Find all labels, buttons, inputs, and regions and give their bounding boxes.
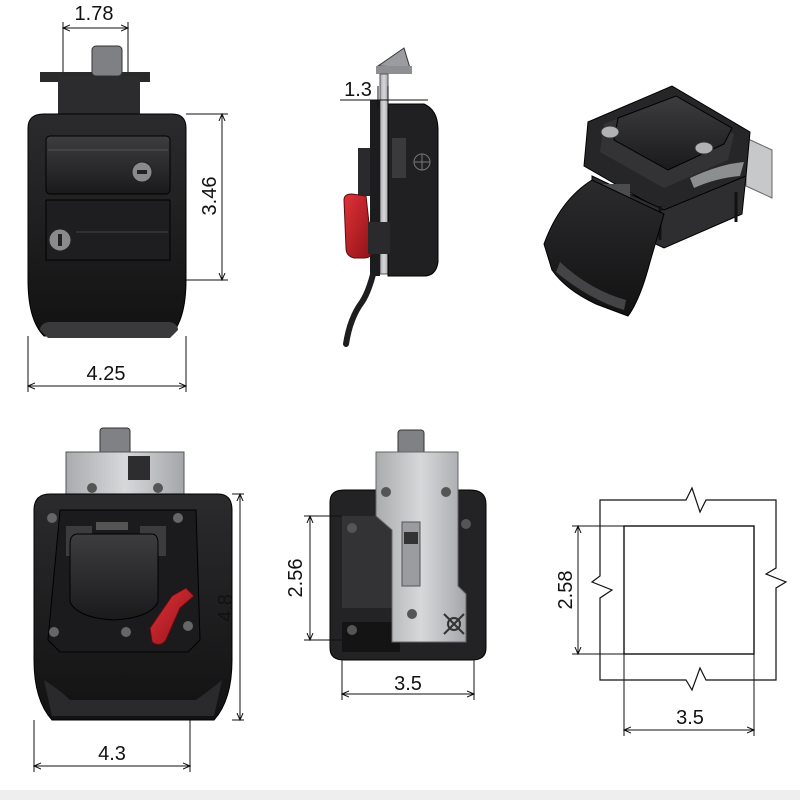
rear-screw-tl-icon (47, 513, 57, 523)
inside-star-cam-icon (443, 613, 465, 635)
cutout-width-label: 3.5 (676, 707, 704, 729)
side-lever-mount (368, 222, 390, 254)
inside-screw-1-icon (381, 487, 391, 497)
inside-screw-4-icon (461, 519, 471, 529)
rear-handle-cup (69, 533, 159, 621)
front-latch-bolt (91, 45, 123, 77)
rear-handle-slot (96, 522, 128, 530)
front-lower-panel (45, 199, 171, 261)
inside-view: 2.56 3.5 (285, 429, 487, 700)
cutout-panel-outline (590, 486, 788, 692)
front-housing-top (58, 76, 140, 118)
rear-plate-screw-left-icon (87, 483, 97, 493)
front-height-label: 3.46 (199, 177, 221, 216)
side-inner-part (392, 138, 406, 178)
front-width-label: 4.25 (87, 363, 126, 385)
bottom-strip (0, 790, 800, 800)
side-pull-handle (343, 259, 379, 347)
cutout-height-label: 2.58 (555, 571, 577, 610)
inside-metal-plate (375, 451, 467, 643)
side-view: 1.3 (340, 47, 439, 347)
inside-screw-3-icon (347, 523, 357, 533)
rear-red-lever (149, 587, 195, 646)
side-latch-tip (376, 47, 411, 69)
front-view: 1.78 3.46 4.25 (28, 3, 228, 392)
iso-keyhole-right-icon (694, 141, 714, 155)
isometric-view (543, 85, 773, 317)
rear-screw-br-icon (183, 621, 193, 631)
rear-lip (44, 680, 222, 716)
rear-screw-bm-icon (121, 627, 131, 637)
rear-height-label: 4.8 (215, 594, 237, 622)
rear-plate-slot (128, 456, 150, 480)
inside-screw-5-icon (347, 625, 357, 635)
front-lip (40, 322, 178, 338)
side-flange (370, 100, 380, 276)
side-offset-label: 1.3 (344, 79, 372, 101)
rear-screw-bl-icon (49, 627, 59, 637)
side-red-lever (343, 193, 373, 259)
front-keyhole-top-slot (137, 170, 147, 174)
iso-highlight (690, 162, 744, 188)
inside-height-label: 2.56 (285, 559, 307, 598)
inside-slide (401, 521, 421, 587)
cutout-opening (623, 525, 755, 655)
rear-plate-screw-right-icon (153, 483, 163, 493)
side-housing (387, 103, 439, 277)
side-top-bolt (376, 66, 412, 74)
rear-metal-plate (65, 451, 185, 495)
front-handle (45, 135, 171, 195)
iso-metal-plate (745, 137, 773, 199)
front-top-width-label: 1.78 (75, 3, 114, 25)
cutout-view: 2.58 3.5 (555, 486, 788, 736)
side-bracket (358, 148, 370, 196)
inside-screw-6-icon (407, 609, 417, 619)
inside-width-label: 3.5 (394, 673, 422, 695)
inside-slide-window (404, 532, 418, 544)
iso-keyhole-left-icon (600, 125, 620, 139)
rear-screw-tr-icon (173, 513, 183, 523)
iso-lip (556, 262, 626, 310)
inside-screw-2-icon (441, 487, 451, 497)
front-keyhole-bottom-slot (58, 234, 62, 246)
rear-view: 4.8 4.3 (34, 427, 244, 772)
rear-width-label: 4.3 (98, 743, 126, 765)
